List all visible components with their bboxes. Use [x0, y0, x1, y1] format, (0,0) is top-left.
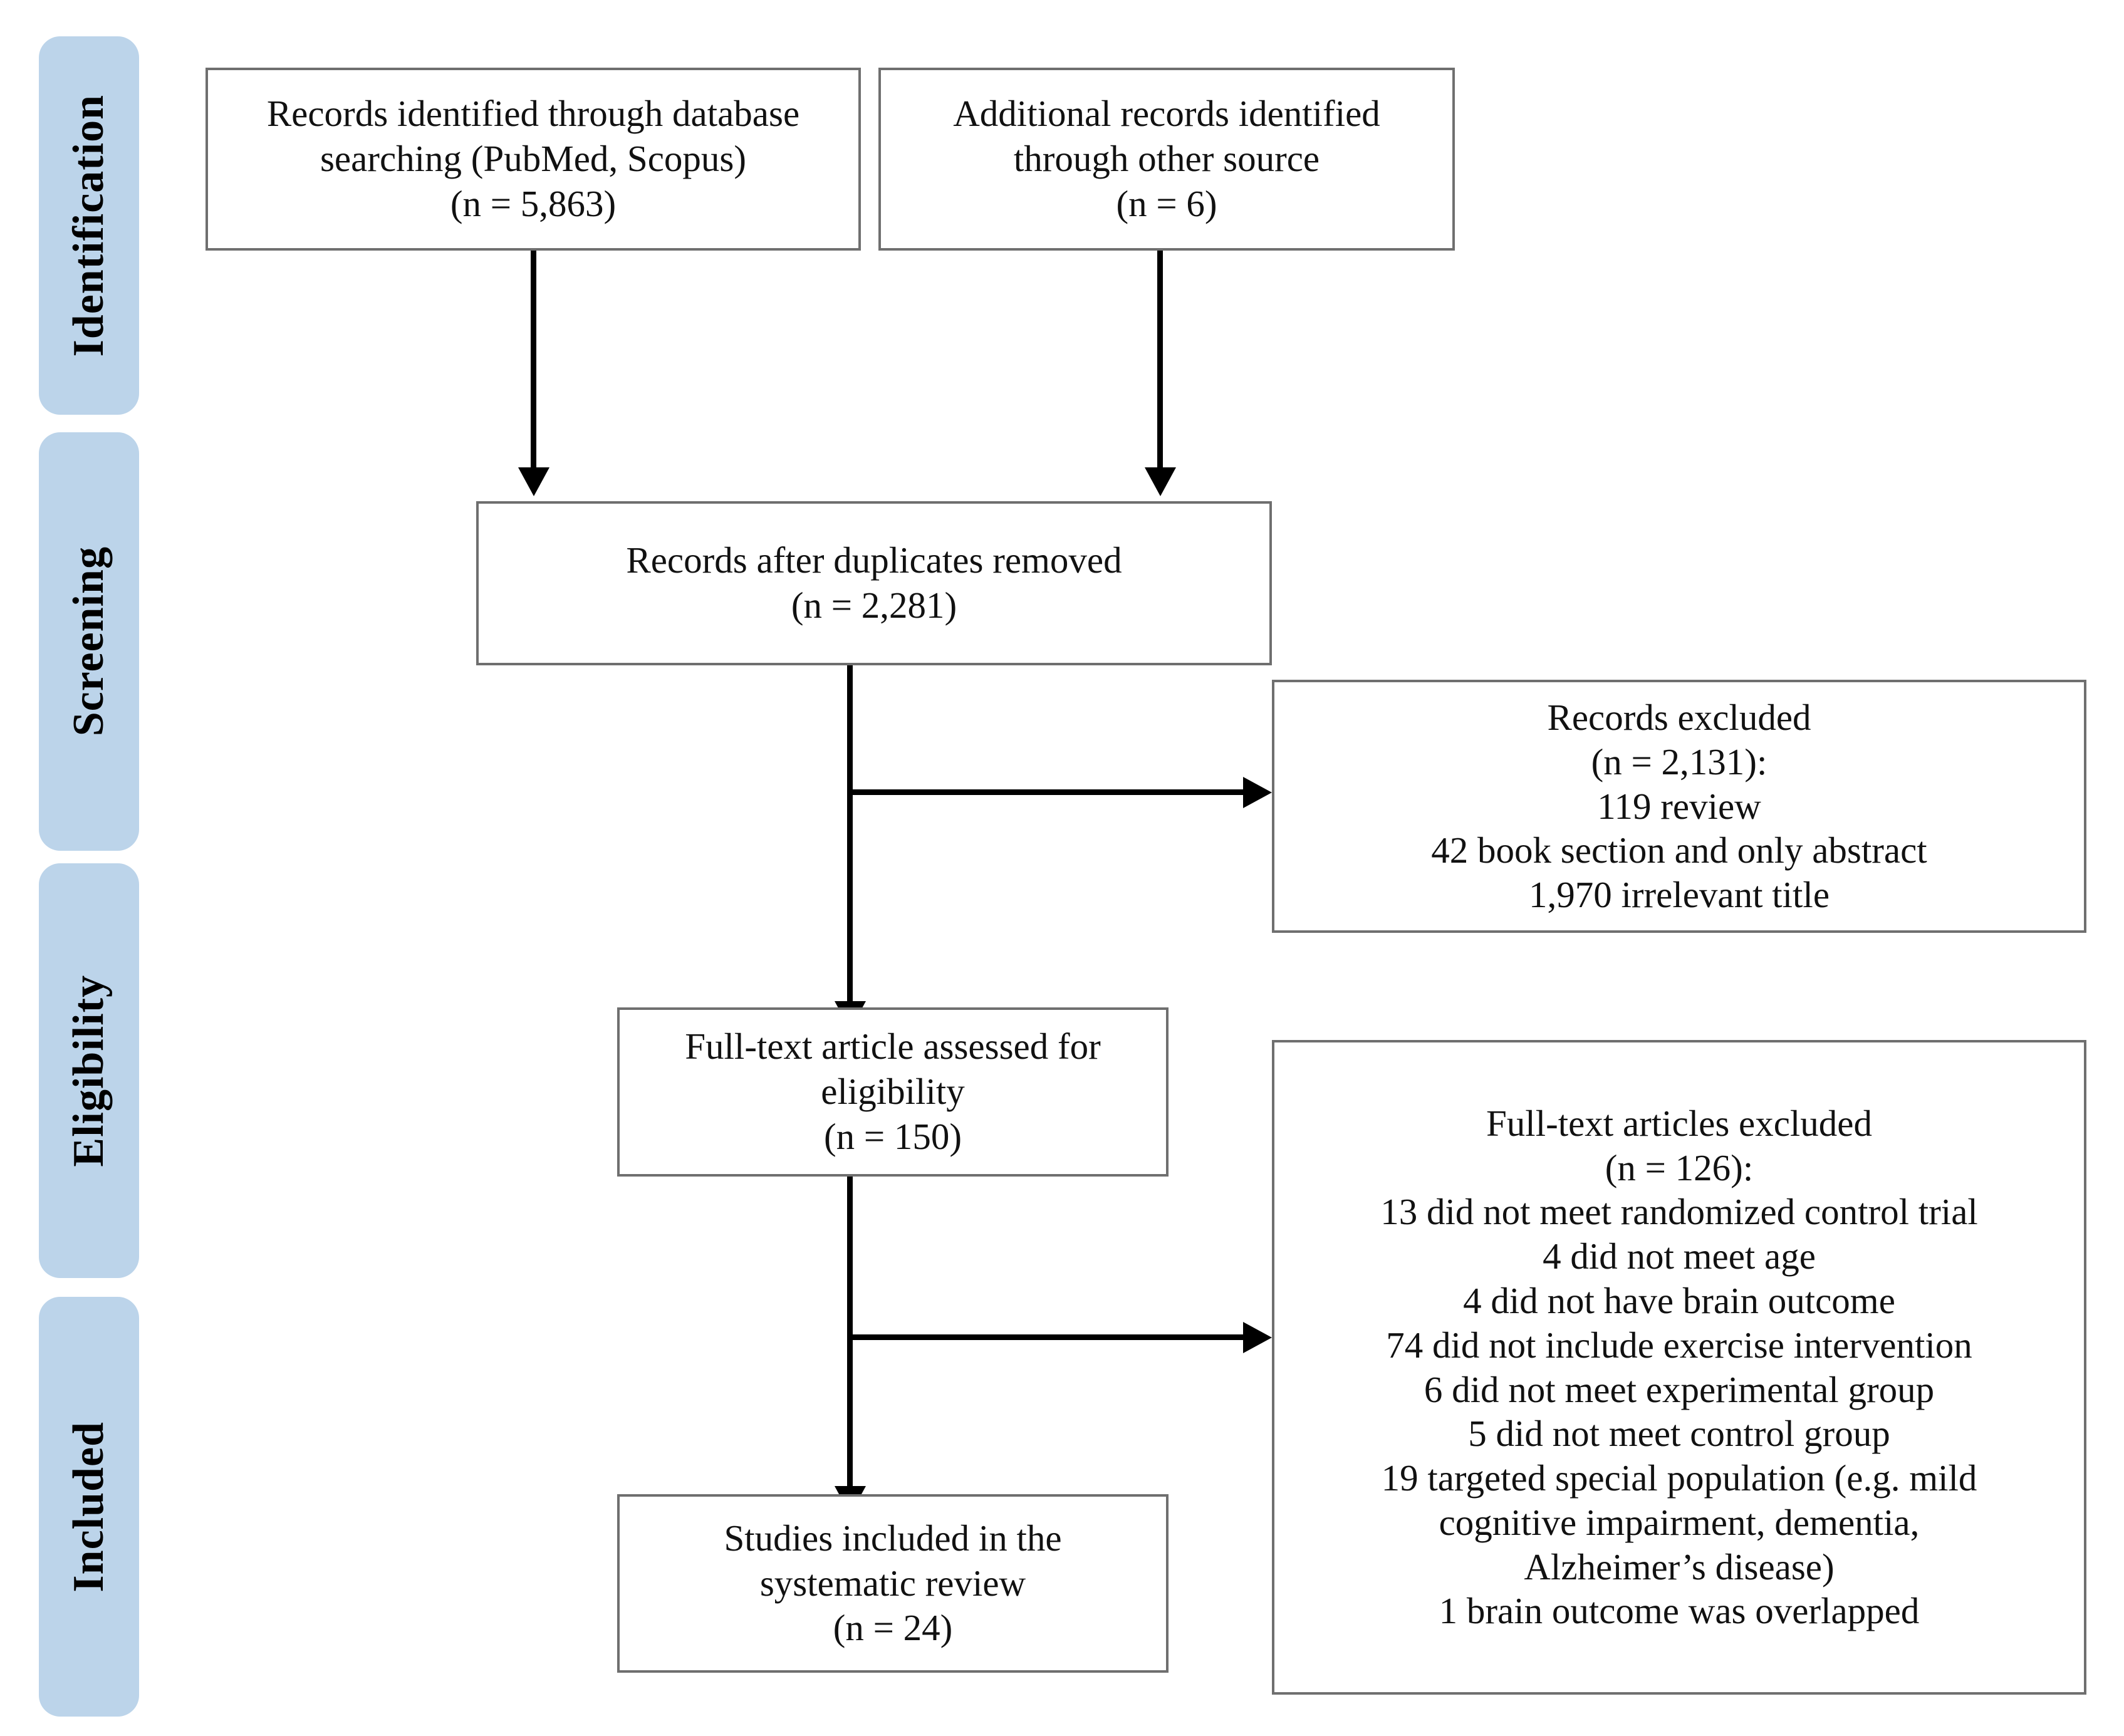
arrowhead-database-to-dedup: [518, 467, 549, 496]
connector-dedup-to-fulltext: [847, 665, 853, 1005]
box-database-records: Records identified through database sear…: [206, 68, 861, 251]
stage-screening-label: Screening: [65, 546, 113, 737]
box-studies-included-text: Studies included in the systematic revie…: [724, 1517, 1062, 1649]
box-fulltext-assessed: Full-text article assessed for eligibili…: [617, 1007, 1169, 1177]
arrowhead-other-to-dedup: [1145, 467, 1176, 496]
box-after-duplicates-text: Records after duplicates removed (n = 2,…: [626, 539, 1122, 626]
box-after-duplicates: Records after duplicates removed (n = 2,…: [476, 501, 1272, 665]
box-studies-included: Studies included in the systematic revie…: [617, 1494, 1169, 1673]
arrowhead-dedup-to-records-excluded: [1243, 777, 1272, 808]
stage-included-label: Included: [65, 1421, 113, 1593]
stage-included: Included: [39, 1297, 139, 1717]
connector-fulltext-to-included: [847, 1177, 853, 1490]
box-fulltext-excluded-text: Full-text articles excluded (n = 126): 1…: [1380, 1102, 1978, 1632]
connector-fulltext-to-fulltext-excluded: [847, 1334, 1244, 1340]
box-other-records: Additional records identified through ot…: [878, 68, 1455, 251]
box-database-records-text: Records identified through database sear…: [266, 93, 800, 224]
arrowhead-fulltext-to-fulltext-excluded: [1243, 1322, 1272, 1353]
stage-screening: Screening: [39, 432, 139, 851]
connector-database-to-dedup: [531, 251, 536, 471]
box-other-records-text: Additional records identified through ot…: [953, 93, 1380, 224]
stage-eligibility: Eligibility: [39, 863, 139, 1278]
box-records-excluded: Records excluded (n = 2,131): 119 review…: [1272, 680, 2086, 933]
box-records-excluded-text: Records excluded (n = 2,131): 119 review…: [1431, 697, 1927, 916]
connector-other-to-dedup: [1157, 251, 1163, 471]
box-fulltext-assessed-text: Full-text article assessed for eligibili…: [685, 1026, 1101, 1157]
stage-eligibility-label: Eligibility: [65, 974, 113, 1167]
stage-identification: Identification: [39, 36, 139, 415]
connector-dedup-to-records-excluded: [847, 789, 1244, 795]
box-fulltext-excluded: Full-text articles excluded (n = 126): 1…: [1272, 1040, 2086, 1695]
stage-identification-label: Identification: [65, 94, 113, 357]
